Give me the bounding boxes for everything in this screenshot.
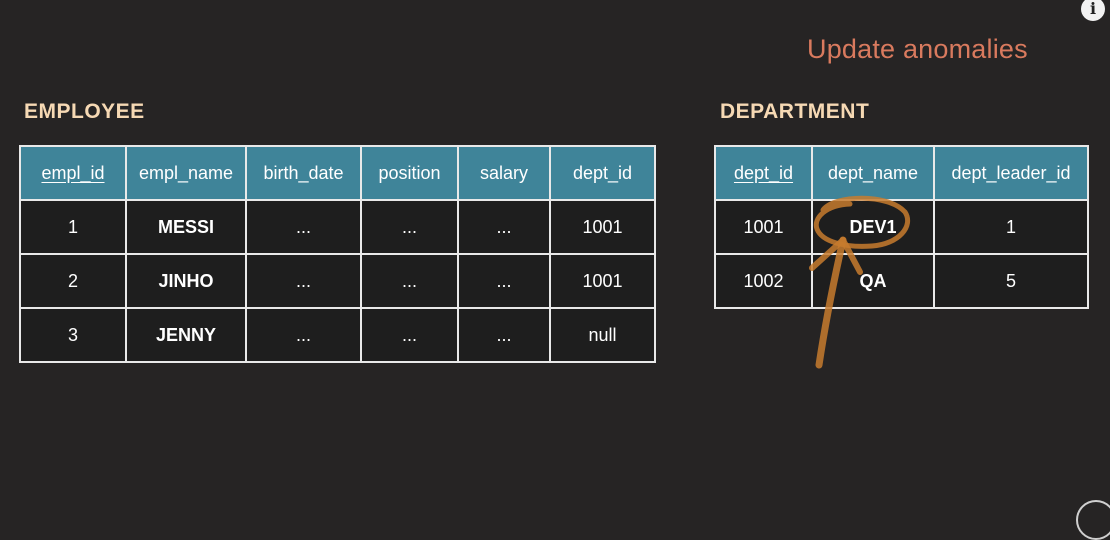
table-cell: 2 [19,253,127,309]
department-table-title: DEPARTMENT [720,100,870,123]
info-icon[interactable]: i [1081,0,1105,21]
table-cell: null [549,307,656,363]
table-cell: ... [245,199,362,255]
table-cell: ... [360,253,459,309]
table-cell: JINHO [125,253,247,309]
table-cell: 3 [19,307,127,363]
table-cell: JENNY [125,307,247,363]
column-header-dept-id: dept_id [714,145,813,201]
table-cell: 1 [19,199,127,255]
player-control-icon[interactable] [1076,500,1110,540]
column-header-empl-id: empl_id [19,145,127,201]
column-header-dept-leader-id: dept_leader_id [933,145,1089,201]
table-cell: ... [245,307,362,363]
column-header-position: position [360,145,459,201]
table-cell: ... [457,307,551,363]
table-row: 2 JINHO ... ... ... 1001 [19,253,656,309]
table-cell: MESSI [125,199,247,255]
column-header-salary: salary [457,145,551,201]
table-cell: ... [360,199,459,255]
table-cell: 5 [933,253,1089,309]
column-header-empl-name: empl_name [125,145,247,201]
column-header-birth-date: birth_date [245,145,362,201]
table-cell: ... [457,253,551,309]
slide-title: Update anomalies [807,34,1028,64]
table-cell: ... [457,199,551,255]
column-header-dept-name: dept_name [811,145,935,201]
table-row: 3 JENNY ... ... ... null [19,307,656,363]
column-header-dept-id: dept_id [549,145,656,201]
employee-table-title: EMPLOYEE [24,100,145,123]
table-cell: DEV1 [811,199,935,255]
table-cell: ... [245,253,362,309]
table-cell: 1001 [549,199,656,255]
table-row: 1 MESSI ... ... ... 1001 [19,199,656,255]
table-cell: QA [811,253,935,309]
table-row: 1001 DEV1 1 [714,199,1089,255]
table-cell: 1001 [714,199,813,255]
department-table: dept_id dept_name dept_leader_id 1001 DE… [714,145,1089,309]
table-cell: 1002 [714,253,813,309]
department-header-row: dept_id dept_name dept_leader_id [714,145,1089,201]
primary-key-label: dept_id [733,162,794,183]
employee-header-row: empl_id empl_name birth_date position sa… [19,145,656,201]
table-cell: 1 [933,199,1089,255]
primary-key-label: empl_id [41,162,105,183]
table-row: 1002 QA 5 [714,253,1089,309]
table-cell: 1001 [549,253,656,309]
table-cell: ... [360,307,459,363]
employee-table: empl_id empl_name birth_date position sa… [19,145,656,363]
